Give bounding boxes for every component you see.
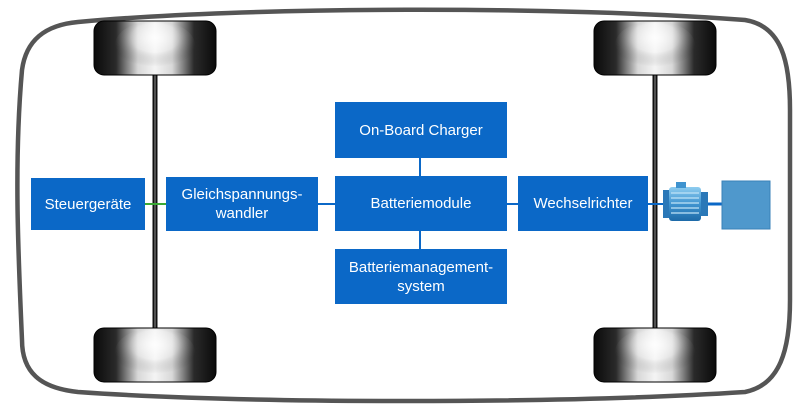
tire-icon — [593, 20, 717, 76]
block-batteriemanagementsystem: Batteriemanagement- system — [335, 249, 507, 304]
electric-motor-icon — [663, 182, 708, 221]
block-gleichspannungswandler: Gleichspannungs- wandler — [166, 177, 318, 231]
gearbox-icon — [721, 180, 771, 230]
block-batteriemodule: Batteriemodule — [335, 176, 507, 231]
tire-icon — [593, 327, 717, 383]
block-wechselrichter: Wechselrichter — [518, 176, 648, 231]
car-body-outline — [15, 7, 793, 404]
block-on-board-charger: On-Board Charger — [335, 102, 507, 158]
block-steuergeraete: Steuergeräte — [31, 178, 145, 230]
tire-icon — [93, 20, 217, 76]
tire-icon — [93, 327, 217, 383]
